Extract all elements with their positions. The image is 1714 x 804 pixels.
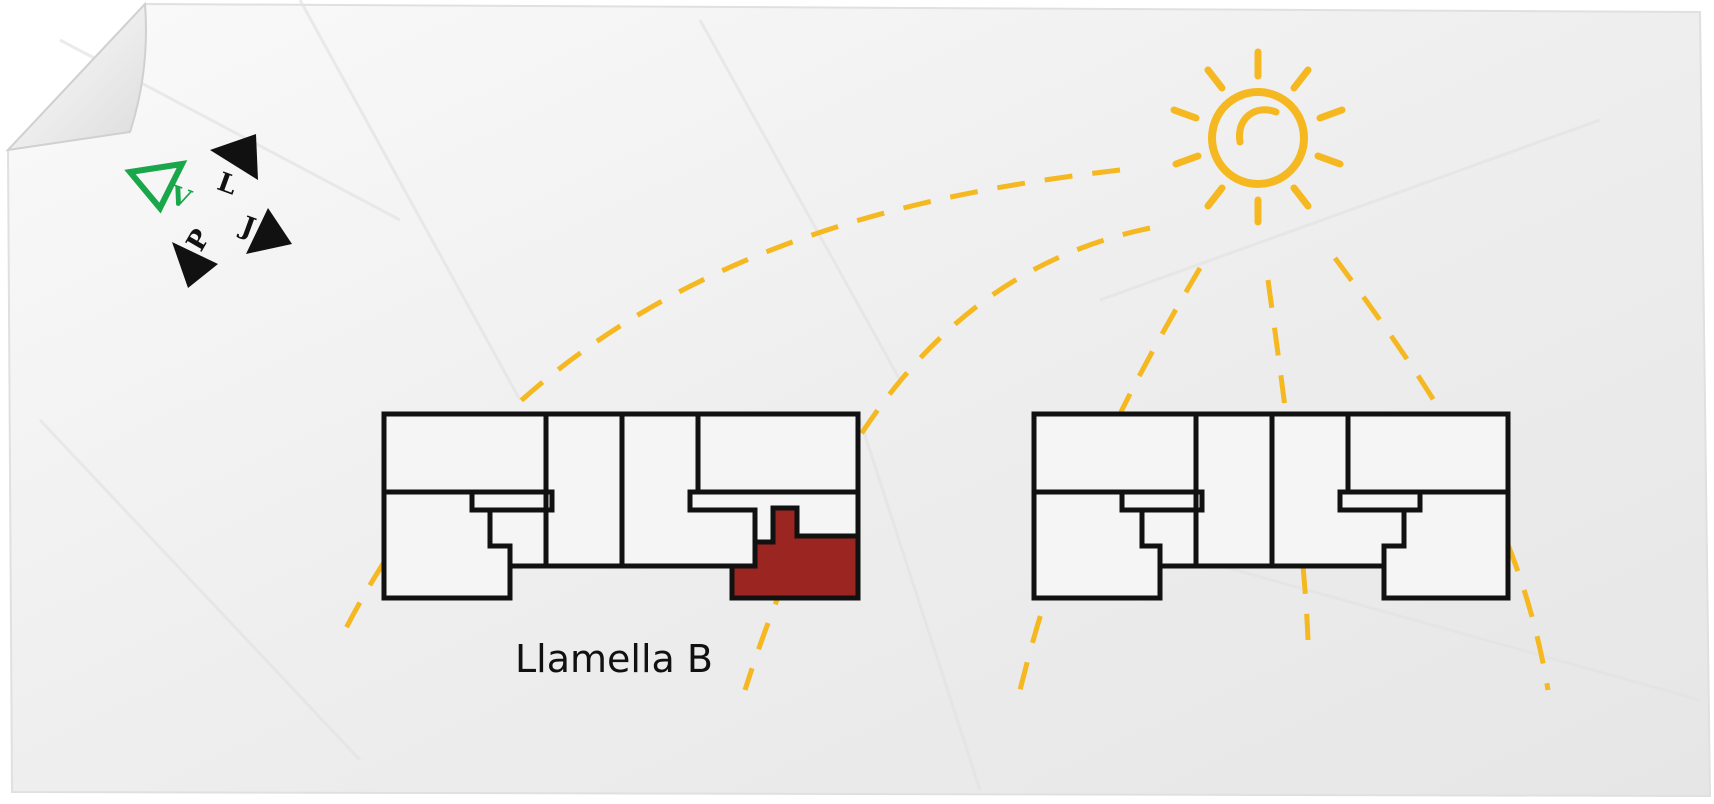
building-left: [381, 411, 861, 601]
sun-ray-3: [1017, 266, 1203, 691]
sun-ray-2: [742, 225, 1151, 691]
sun-icon: [1170, 48, 1346, 226]
highlight-unit: [729, 505, 861, 601]
logo-arrow-green: [124, 160, 188, 214]
building-right: [1031, 411, 1511, 601]
paper-sheet: [5, 0, 1712, 798]
logo-arrow-top: [210, 134, 258, 180]
logo-arrow-right: [246, 208, 292, 254]
paper-curl: [5, 1, 147, 152]
building-label: Llamella B: [515, 637, 713, 681]
logo-arrow-bottom: [172, 242, 218, 288]
